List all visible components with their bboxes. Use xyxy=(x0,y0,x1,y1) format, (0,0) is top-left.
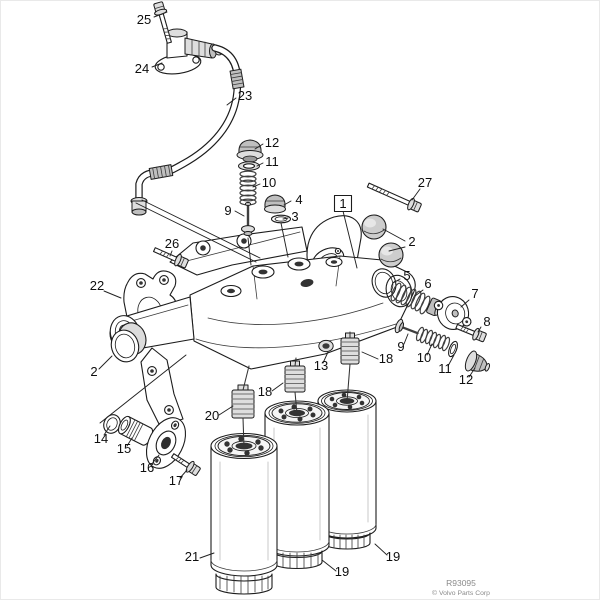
part-2-seal-left xyxy=(110,322,147,363)
callout-21: 21 xyxy=(185,549,199,564)
callout-2-right: 2 xyxy=(408,234,415,249)
callout-14: 14 xyxy=(94,431,108,446)
callout-1: 1 xyxy=(339,196,346,211)
callout-25: 25 xyxy=(137,12,151,27)
part-23-hose xyxy=(130,44,245,216)
construction-lines xyxy=(99,199,358,448)
leader-lines xyxy=(98,11,482,572)
part-12-plug-top xyxy=(236,139,264,163)
callout-24: 24 xyxy=(135,61,149,76)
callout-18-center: 18 xyxy=(258,384,272,399)
callout-9-right: 9 xyxy=(397,339,404,354)
callout-13: 13 xyxy=(314,358,328,373)
callout-2-left: 2 xyxy=(90,364,97,379)
callout-19-center: 19 xyxy=(335,564,349,579)
callout-19-right: 19 xyxy=(386,549,400,564)
callout-15: 15 xyxy=(117,441,131,456)
part-12-plug-right xyxy=(464,350,491,372)
callout-22: 22 xyxy=(90,278,104,293)
part-2-seal-right-a xyxy=(361,214,387,240)
figure-code: R93095 xyxy=(446,578,476,588)
part-11-washer-top xyxy=(238,161,260,171)
part-26-bolt xyxy=(153,247,190,271)
part-9-valve-top xyxy=(241,201,255,236)
callout-12-top: 12 xyxy=(265,135,279,150)
callout-5: 5 xyxy=(403,268,410,283)
callout-27: 27 xyxy=(418,175,432,190)
callout-26: 26 xyxy=(165,236,179,251)
hose-rib-sleeve-lower xyxy=(148,164,174,180)
callout-10-right: 10 xyxy=(417,350,431,365)
callout-12-right: 12 xyxy=(459,372,473,387)
part-21-filter-left xyxy=(210,432,278,595)
callout-18-right: 18 xyxy=(379,351,393,366)
part-10-spring-right xyxy=(415,326,451,352)
callout-17: 17 xyxy=(169,473,183,488)
part-27-bolt xyxy=(366,182,423,215)
part-24-valve xyxy=(154,28,224,75)
callout-6: 6 xyxy=(424,276,431,291)
part-11-washer-right xyxy=(448,340,458,358)
part-17-bolt xyxy=(171,453,203,478)
part-3-oring xyxy=(270,214,292,224)
callout-8: 8 xyxy=(483,314,490,329)
callout-7: 7 xyxy=(471,286,478,301)
callout-11-right: 11 xyxy=(438,361,452,376)
callout-labels: 25 24 23 12 11 10 9 4 3 1 27 2 5 6 7 8 9… xyxy=(90,12,491,579)
callout-3: 3 xyxy=(291,209,298,224)
callout-16: 16 xyxy=(140,460,154,475)
callout-1-box xyxy=(333,194,353,213)
figure-copyright: © Volvo Parts Corp xyxy=(432,589,490,597)
callout-11-top: 11 xyxy=(265,154,279,169)
part-4-cap xyxy=(264,194,286,214)
callout-10-top: 10 xyxy=(262,175,276,190)
hose-rib-sleeve-upper xyxy=(229,68,245,90)
part-7-cover xyxy=(433,296,472,330)
callout-4: 4 xyxy=(295,192,302,207)
callout-20: 20 xyxy=(205,408,219,423)
part-9-valve-right xyxy=(394,318,419,335)
part-2-seal-right-b xyxy=(378,242,404,268)
part-8-bolt xyxy=(455,323,488,345)
part-10-spring-top xyxy=(239,170,257,206)
part-20-nipple xyxy=(231,384,255,419)
figure-caption: R93095 © Volvo Parts Corp xyxy=(432,578,490,597)
part-13-nut xyxy=(318,339,334,353)
callout-23: 23 xyxy=(238,88,252,103)
callout-9-top: 9 xyxy=(224,203,231,218)
part-5-oring xyxy=(371,268,397,298)
